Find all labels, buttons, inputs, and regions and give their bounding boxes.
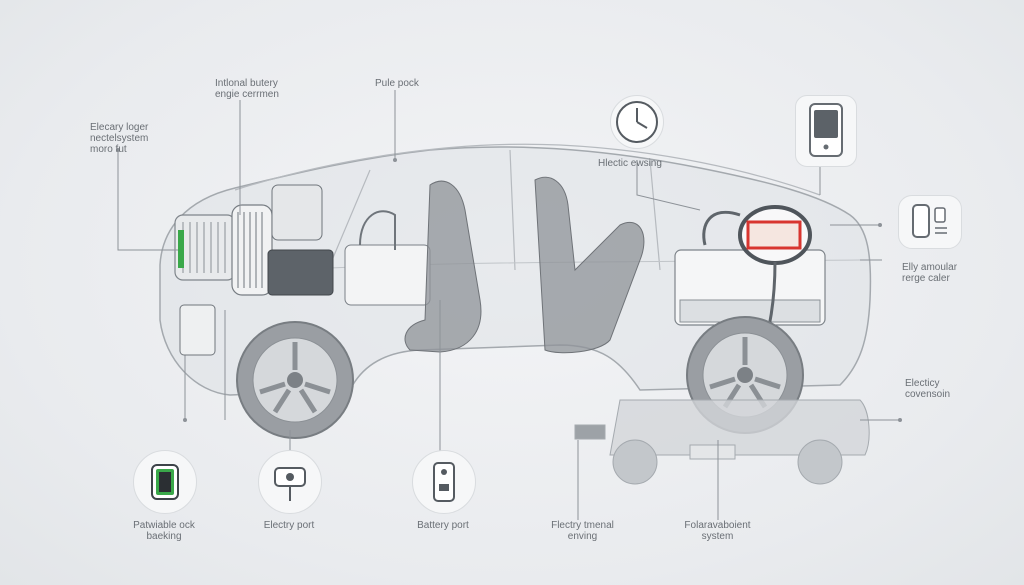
side-bracket (179, 304, 216, 356)
front-wheel (236, 321, 354, 439)
lower-vehicle-silhouette (574, 399, 870, 485)
label-battery-port: Battery port (417, 520, 469, 531)
label-electric-port: Electry port (263, 520, 315, 531)
switch-panel-icon (898, 195, 962, 249)
car-windshield (329, 149, 661, 271)
car-roof-line (234, 143, 821, 196)
label-electric-housing: Hlectic ewsing (598, 158, 662, 169)
front-seat (404, 180, 482, 353)
rear-seat (534, 176, 645, 354)
battery-icon (133, 450, 197, 514)
phone-port-icon (412, 450, 476, 514)
smartphone-icon (795, 95, 857, 167)
car-body-outline (159, 146, 872, 396)
clock-icon (610, 95, 664, 149)
front-motor-assembly (174, 184, 431, 306)
rear-battery-pack (674, 205, 826, 361)
charging-plug-icon (258, 450, 322, 514)
label-pulse-pack: Pule pock (375, 78, 419, 89)
